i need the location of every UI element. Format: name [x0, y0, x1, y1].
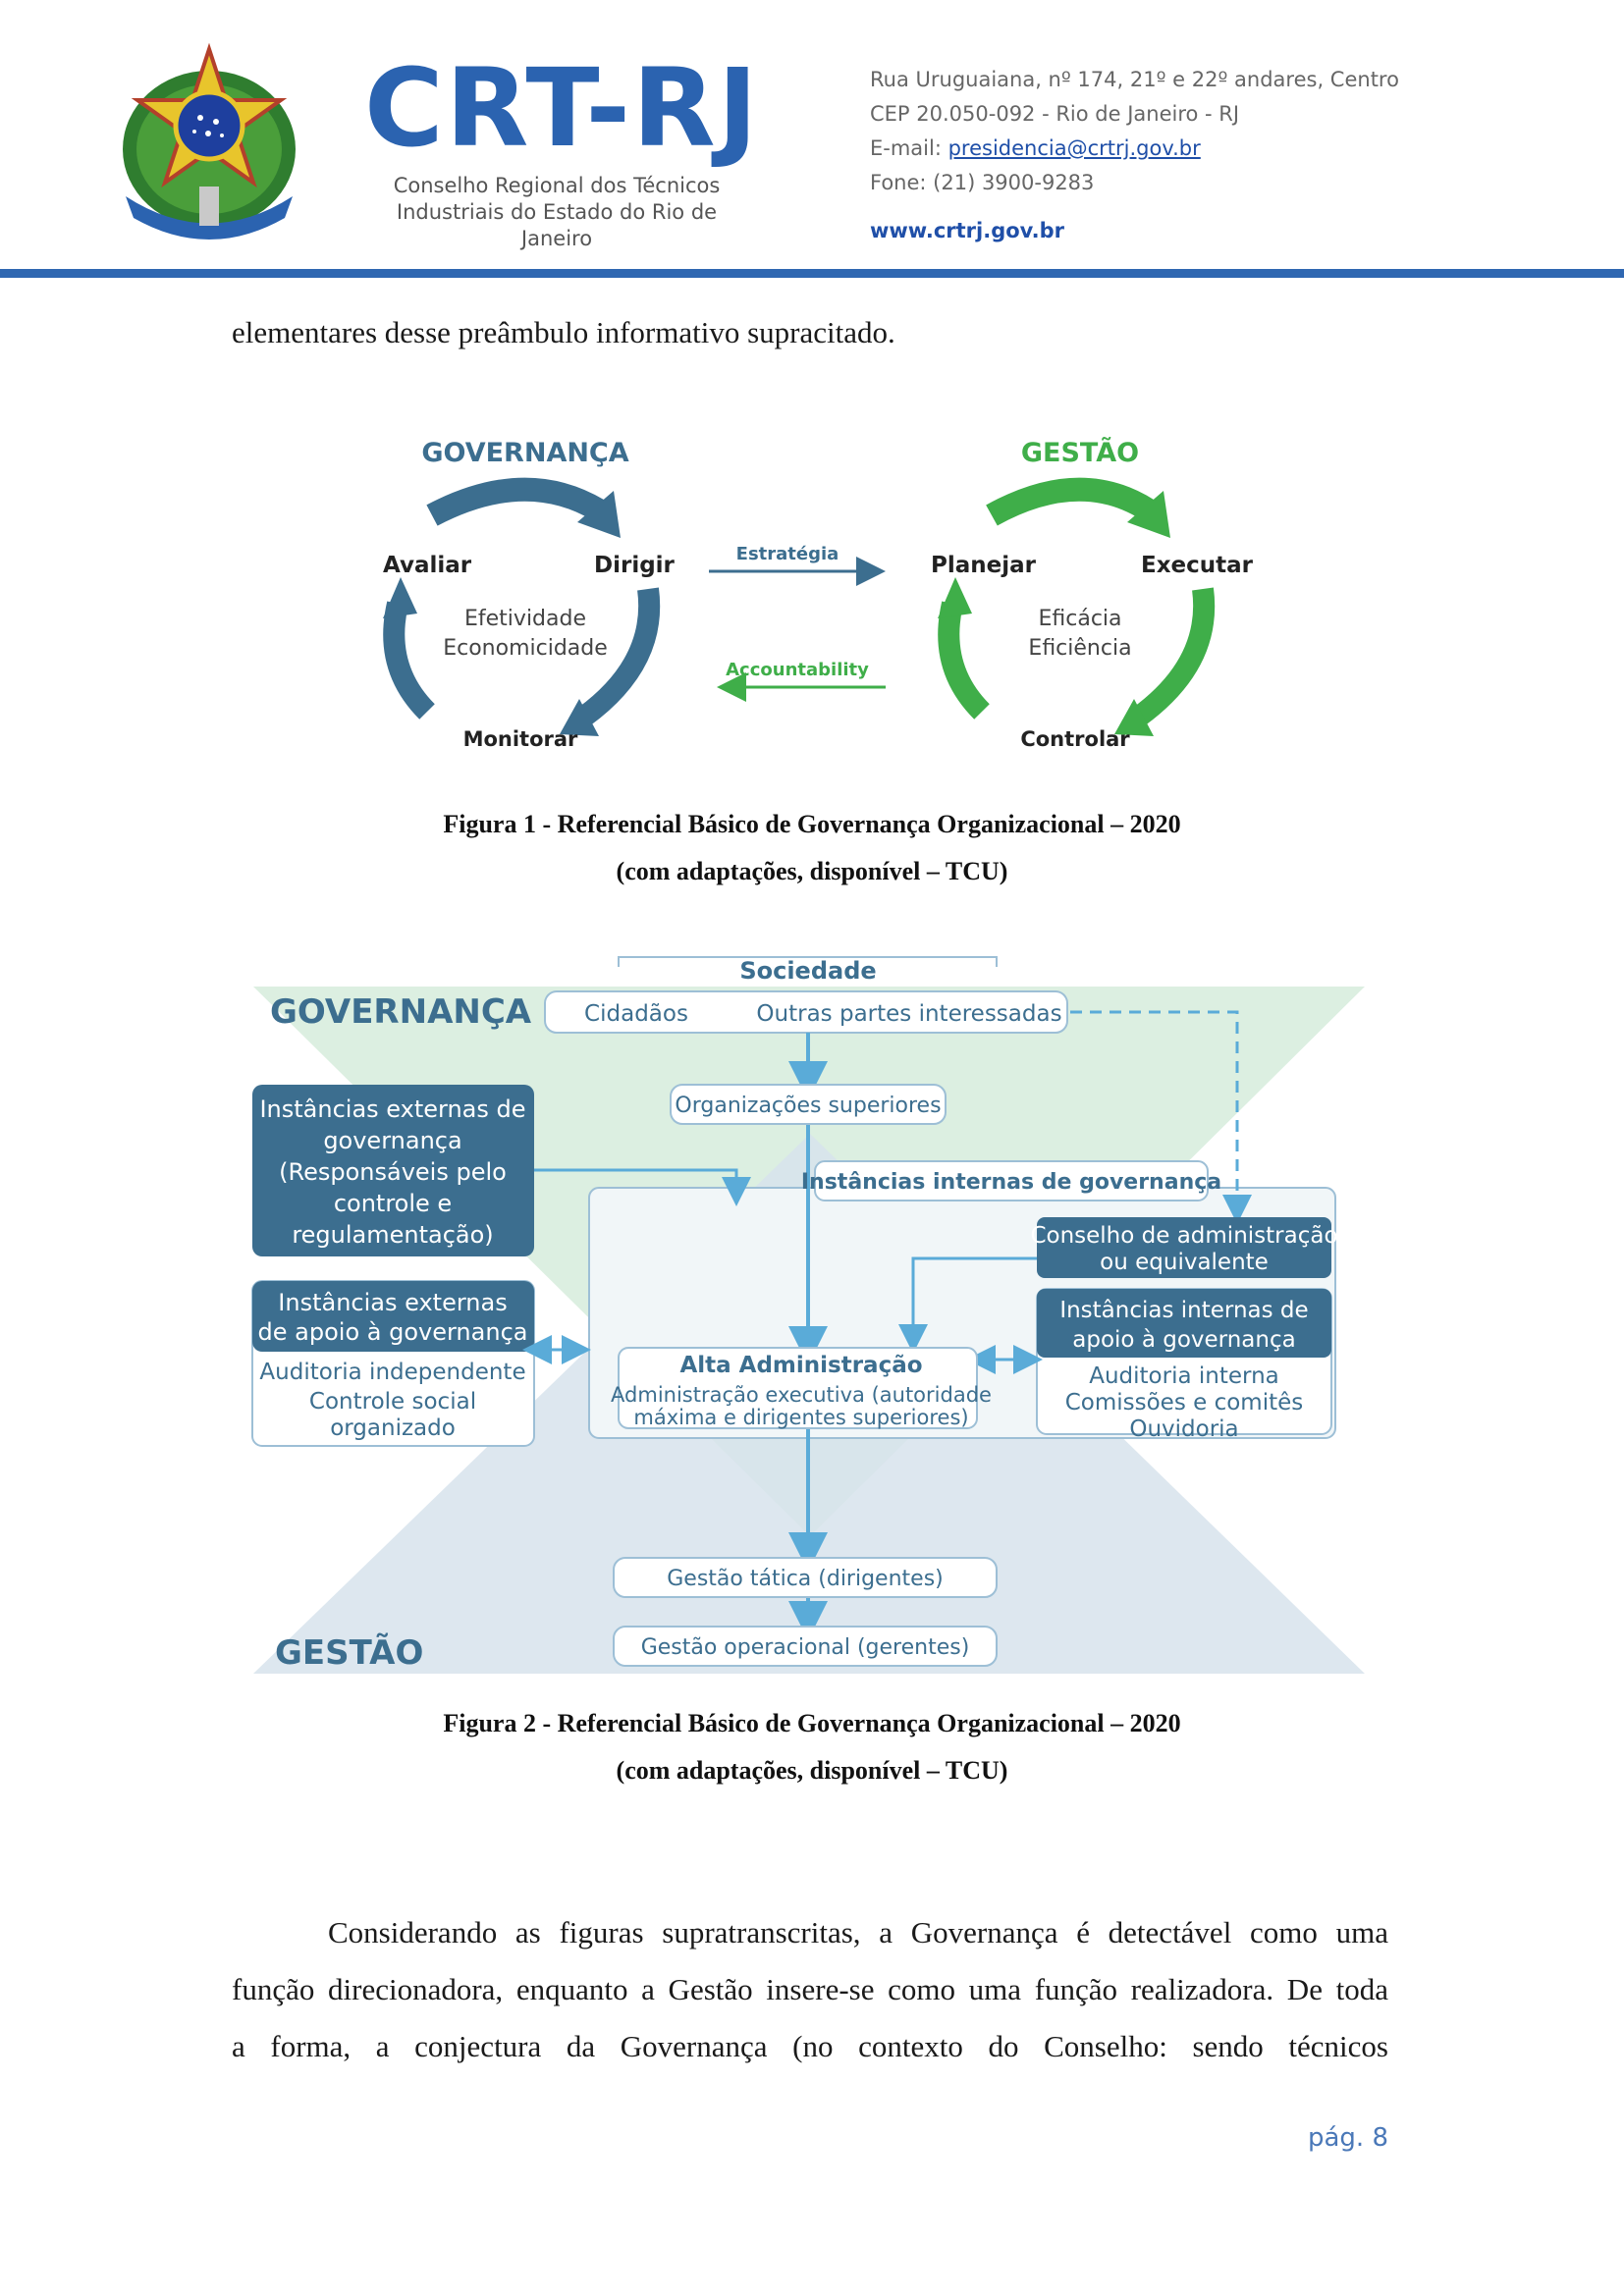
fig2-adm-exec-1: Administração executiva (autoridade [611, 1383, 992, 1407]
fig2-alta-admin: Alta Administração [679, 1353, 922, 1378]
fig2-cidadaos: Cidadãos [584, 1001, 688, 1027]
org-superiores-box [670, 1084, 947, 1125]
fig2-ext-gov-1: Instâncias externas de [259, 1095, 525, 1123]
fig2-gestao-title: GESTÃO [275, 1632, 423, 1673]
gestao-cycle-arrows [938, 477, 1216, 736]
fig2-sociedade: Sociedade [739, 957, 876, 985]
fig2-ext-gov-2: governança [323, 1127, 461, 1154]
fig2-auditoria-indep: Auditoria independente [259, 1360, 525, 1385]
conselho-box [1037, 1217, 1331, 1278]
body-line-2: função direcionadora, enquanto a Gestão … [232, 1972, 1388, 2006]
figure-2-governance-structure: GOVERNANÇA GESTÃO Sociedade Cidadãos Out… [245, 937, 1375, 1683]
fig2-gestao-operacional: Gestão operacional (gerentes) [641, 1635, 970, 1660]
fig2-ext-gov-5: regulamentação) [292, 1221, 493, 1249]
fig2-gestao-tatica: Gestão tática (dirigentes) [667, 1567, 944, 1591]
body-paragraph: Considerando as figuras supratranscritas… [232, 1904, 1388, 2075]
alta-admin-box [618, 1347, 978, 1429]
body-line-3: a forma, a conjectura da Governança (no … [232, 2029, 1388, 2063]
gestao-tatica-box [613, 1557, 998, 1598]
phone-line: Fone: (21) 3900-9283 [870, 171, 1095, 194]
fig2-conselho-2: ou equivalente [1100, 1250, 1269, 1275]
email-label: E-mail: [870, 136, 948, 160]
org-line-1: Conselho Regional dos Técnicos [393, 174, 721, 197]
dashed-connector [1070, 1010, 1252, 1224]
fig1-governanca-title: GOVERNANÇA [421, 438, 628, 468]
fig2-int-apoio-2: apoio à governança [1072, 1327, 1295, 1353]
fig1-eficiencia: Eficiência [1028, 636, 1131, 661]
contact-block: Rua Uruguaiana, nº 174, 21º e 22º andare… [870, 63, 1399, 248]
fig2-controle-social-2: organizado [330, 1415, 456, 1441]
fig2-ext-apoio-1: Instâncias externas [278, 1289, 507, 1316]
figure-1-governance-cycle: GOVERNANÇA Avaliar Dirigir Efetividade E… [363, 422, 1267, 756]
email-link[interactable]: presidencia@crtrj.gov.br [947, 136, 1201, 160]
fig1-accountability: Accountability [726, 660, 869, 680]
page-number: pág. 8 [1307, 2123, 1388, 2153]
fig1-caption-line2: (com adaptações, disponível – TCU) [616, 857, 1008, 885]
fig1-eficacia: Eficácia [1038, 607, 1121, 631]
fig2-conselho-1: Conselho de administração [1030, 1223, 1337, 1249]
fig1-planejar: Planejar [931, 553, 1037, 578]
ext-gov-box [252, 1085, 534, 1256]
fig1-economicidade: Economicidade [443, 636, 608, 661]
inst-internas-gov-label-box [814, 1160, 1209, 1201]
fig2-ext-gov-3: (Responsáveis pelo [279, 1158, 507, 1186]
fig2-adm-exec-2: máxima e dirigentes superiores) [633, 1406, 968, 1429]
fig2-controle-social-1: Controle social [309, 1389, 476, 1415]
fig2-outras-partes: Outras partes interessadas [756, 1001, 1061, 1027]
org-line-2: Industriais do Estado do Rio de Janeiro [396, 200, 718, 250]
fig2-caption-line2: (com adaptações, disponível – TCU) [616, 1756, 1008, 1785]
fig1-estrategia: Estratégia [736, 544, 839, 564]
fig2-governanca-title: GOVERNANÇA [270, 992, 532, 1032]
fig1-monitorar: Monitorar [463, 727, 578, 751]
fig1-controlar: Controlar [1020, 727, 1130, 751]
fig1-gestao-title: GESTÃO [1021, 437, 1139, 468]
fig1-avaliar: Avaliar [383, 553, 472, 578]
address-line: Rua Uruguaiana, nº 174, 21º e 22º andare… [870, 68, 1399, 91]
website-link[interactable]: www.crtrj.gov.br [870, 219, 1065, 242]
figure-2-caption: Figura 2 - Referencial Básico de Governa… [0, 1700, 1624, 1794]
fig2-inst-internas-gov: Instâncias internas de governança [801, 1170, 1221, 1195]
figure-1-caption: Figura 1 - Referencial Básico de Governa… [0, 801, 1624, 895]
fig2-ext-apoio-2: de apoio à governança [258, 1318, 528, 1346]
brand-logo-text: CRT-RJ [364, 45, 760, 171]
fig1-dirigir: Dirigir [594, 553, 676, 578]
intro-paragraph: elementares desse preâmbulo informativo … [232, 315, 895, 349]
fig1-efetividade: Efetividade [464, 607, 586, 631]
organization-name: Conselho Regional dos Técnicos Industria… [365, 173, 748, 252]
fig2-org-superiores: Organizações superiores [675, 1094, 941, 1118]
brazil-coat-of-arms-logo [106, 39, 312, 245]
gestao-operacional-box [613, 1626, 998, 1667]
cep-line: CEP 20.050-092 - Rio de Janeiro - RJ [870, 102, 1240, 126]
fig2-comissoes: Comissões e comitês [1065, 1390, 1304, 1415]
email-line: E-mail: presidencia@crtrj.gov.br [870, 132, 1399, 166]
body-line-1: Considerando as figuras supratranscritas… [328, 1915, 1388, 1949]
fig2-ext-gov-4: controle e [334, 1190, 452, 1217]
governance-cycle-arrows [383, 477, 661, 736]
arrow-head-dirigir [577, 491, 621, 538]
header-divider [0, 269, 1624, 278]
fig2-caption-line1: Figura 2 - Referencial Básico de Governa… [443, 1709, 1181, 1737]
fig2-int-apoio-1: Instâncias internas de [1059, 1298, 1308, 1323]
fig1-executar: Executar [1141, 553, 1254, 578]
fig2-ouvidoria: Ouvidoria [1129, 1416, 1238, 1442]
fig1-caption-line1: Figura 1 - Referencial Básico de Governa… [443, 810, 1181, 838]
fig2-auditoria-interna: Auditoria interna [1089, 1363, 1279, 1389]
